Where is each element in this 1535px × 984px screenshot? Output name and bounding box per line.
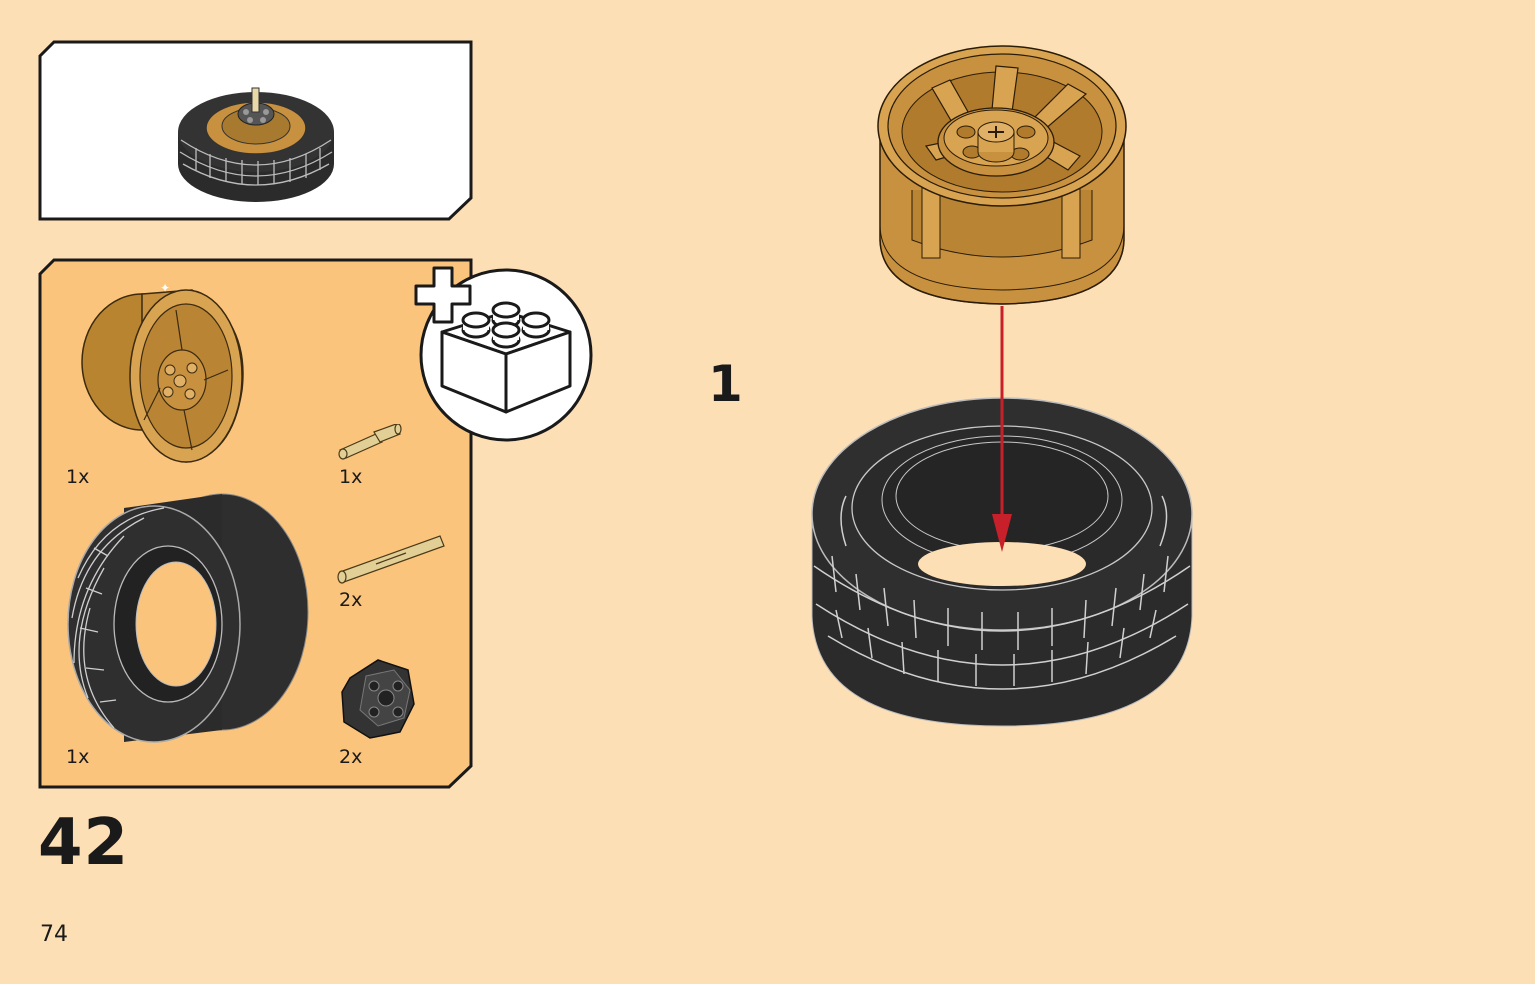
part-tire-image bbox=[64, 488, 318, 746]
part-pin-image bbox=[336, 424, 402, 464]
part-hub-image bbox=[338, 656, 418, 740]
part-pin-qty: 1x bbox=[339, 466, 363, 488]
preview-wheel-image bbox=[178, 87, 334, 202]
insert-arrow-icon bbox=[988, 306, 1016, 554]
svg-text:✦: ✦ bbox=[160, 281, 170, 295]
step-number: 42 bbox=[38, 806, 130, 880]
substep-number: 1 bbox=[708, 355, 743, 413]
part-rim-image: ✦ bbox=[64, 280, 254, 470]
part-tire-qty: 1x bbox=[66, 746, 90, 768]
part-axle-image bbox=[336, 528, 448, 586]
part-rim-qty: 1x bbox=[66, 466, 90, 488]
part-hub-qty: 2x bbox=[339, 746, 363, 768]
plus-brick-icon bbox=[410, 262, 604, 452]
page-number: 74 bbox=[40, 922, 68, 947]
part-axle-qty: 2x bbox=[339, 589, 363, 611]
submodel-preview-panel bbox=[38, 40, 474, 222]
assembly-rim-image bbox=[872, 40, 1132, 308]
